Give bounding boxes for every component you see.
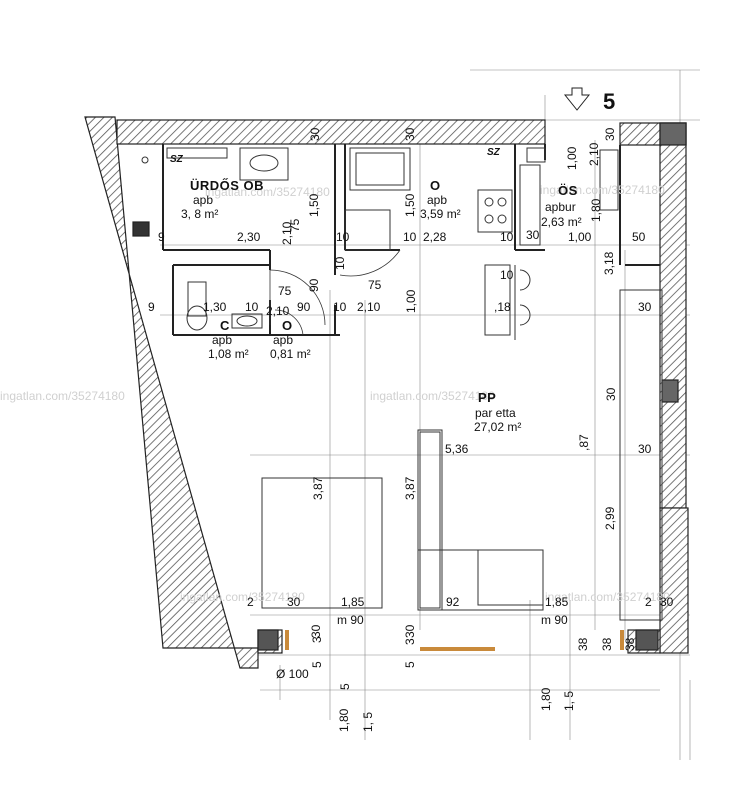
dim-label: 30 xyxy=(403,127,417,141)
dim-label: 2,10 xyxy=(280,221,294,245)
walls xyxy=(84,116,689,669)
dim-label: 30 xyxy=(603,127,617,141)
room-name-closet: O xyxy=(282,318,293,333)
sz-label-right: SZ xyxy=(487,147,500,158)
room-area-living: 27,02 m² xyxy=(474,420,522,434)
room-name-living: PP xyxy=(478,390,497,405)
dim-label: 3 xyxy=(403,638,417,645)
room-area-pantry: 2,63 m² xyxy=(541,215,582,229)
room-name-toilet: C xyxy=(220,318,230,333)
dim-label: 1, 5 xyxy=(562,690,576,711)
dim-label: 2,10 xyxy=(266,304,290,318)
watermark: ingatlan.com/35274180 xyxy=(370,389,495,403)
room-floor-bathroom: apb xyxy=(193,193,214,207)
dim-label: 1,30 xyxy=(203,300,227,314)
dim-label: ,87 xyxy=(577,434,591,451)
dim-label: 9 xyxy=(158,230,165,244)
watermark: ingatlan.com/35274180 xyxy=(545,590,670,604)
section-arrow xyxy=(563,87,591,111)
dim-label: 30 xyxy=(308,127,322,141)
dim-label: 30 xyxy=(403,624,417,638)
dim-label: 2,99 xyxy=(603,506,617,530)
dim-label: 2 xyxy=(247,595,254,609)
dim-label: 2,28 xyxy=(423,230,447,244)
dim-label: 3,87 xyxy=(403,476,417,500)
dim-label: 5 xyxy=(338,683,352,690)
dim-label: 10 xyxy=(333,256,347,270)
room-name-kitchen: O xyxy=(430,178,441,193)
dim-label: 30 xyxy=(660,595,674,609)
dim-label: 1,80 xyxy=(589,198,603,222)
room-area-closet: 0,81 m² xyxy=(270,347,311,361)
dim-label: 1,00 xyxy=(568,230,592,244)
sz-label-left: SZ xyxy=(170,154,183,165)
dim-label: 1,00 xyxy=(404,289,418,313)
dim-label: 5 xyxy=(403,661,417,668)
dim-label: 1, 5 xyxy=(361,711,375,732)
room-name-bathroom: ÜRDŐS OB xyxy=(190,178,265,193)
dim-label: 3,18 xyxy=(602,251,616,275)
dim-label: 3,87 xyxy=(311,476,325,500)
dim-label: 38 xyxy=(623,637,637,651)
room-area-bathroom: 3, 8 m² xyxy=(181,207,219,221)
dim-label: 2 xyxy=(645,595,652,609)
dim-label: 5 xyxy=(310,661,324,668)
watermark: ingatlan.com/35274180 xyxy=(540,183,665,197)
dim-label: 1,80 xyxy=(539,687,553,711)
dim-label: 30 xyxy=(638,300,652,314)
dim-label: 10 xyxy=(245,300,259,314)
watermark: ingatlan.com/35274180 xyxy=(205,185,330,199)
dim-label: 30 xyxy=(526,228,540,242)
dim-label: 9 xyxy=(148,300,155,314)
dim-label: 38 xyxy=(576,637,590,651)
dim-label: 10 xyxy=(500,268,514,282)
dim-label: 30 xyxy=(604,387,618,401)
room-area-toilet: 1,08 m² xyxy=(208,347,249,361)
dim-label: m 90 xyxy=(541,613,568,627)
room-floor-kitchen: apb xyxy=(427,193,448,207)
dim-label: 90 xyxy=(307,278,321,292)
dim-label: 10 xyxy=(500,230,514,244)
room-floor-closet: apb xyxy=(273,333,294,347)
dim-label: 30 xyxy=(309,624,323,638)
door-swings xyxy=(269,249,401,336)
dim-label: 1,00 xyxy=(565,146,579,170)
room-floor-pantry: apbur xyxy=(545,200,576,214)
watermark: ingatlan.com/35274180 xyxy=(180,590,305,604)
room-name-pantry: ÖS xyxy=(558,183,578,198)
dim-label: 75 xyxy=(368,278,382,292)
dim-label: 1,50 xyxy=(307,193,321,217)
diameter-label: Ø 100 xyxy=(276,667,309,681)
dim-label: 2,30 xyxy=(237,230,261,244)
dim-label: 30 xyxy=(638,442,652,456)
dim-label: 92 xyxy=(446,595,460,609)
dim-label: 50 xyxy=(632,230,646,244)
dim-label: 5,36 xyxy=(445,442,469,456)
dim-label: 1,50 xyxy=(403,193,417,217)
room-area-kitchen: 3,59 m² xyxy=(420,207,461,221)
dim-label: 90 xyxy=(297,300,311,314)
room-floor-living: par etta xyxy=(475,406,516,420)
fixtures xyxy=(141,147,663,651)
dim-label: 1,85 xyxy=(341,595,365,609)
partitions xyxy=(162,144,660,336)
dim-label: 2,10 xyxy=(587,142,601,166)
dim-label: ,18 xyxy=(494,300,511,314)
dim-label: 1,80 xyxy=(337,708,351,732)
dim-label: 10 xyxy=(403,230,417,244)
dim-label: 10 xyxy=(333,300,347,314)
dim-label: 75 xyxy=(278,284,292,298)
room-floor-toilet: apb xyxy=(212,333,233,347)
dim-label: 2,10 xyxy=(357,300,381,314)
section-marker: 5 xyxy=(603,89,616,114)
dim-label: m 90 xyxy=(337,613,364,627)
dim-label: 1,85 xyxy=(545,595,569,609)
dim-label: 38 xyxy=(600,637,614,651)
dim-label: 30 xyxy=(287,595,301,609)
dimension-lines xyxy=(115,69,700,760)
watermark: ingatlan.com/35274180 xyxy=(0,389,125,403)
dim-label: 10 xyxy=(336,230,350,244)
